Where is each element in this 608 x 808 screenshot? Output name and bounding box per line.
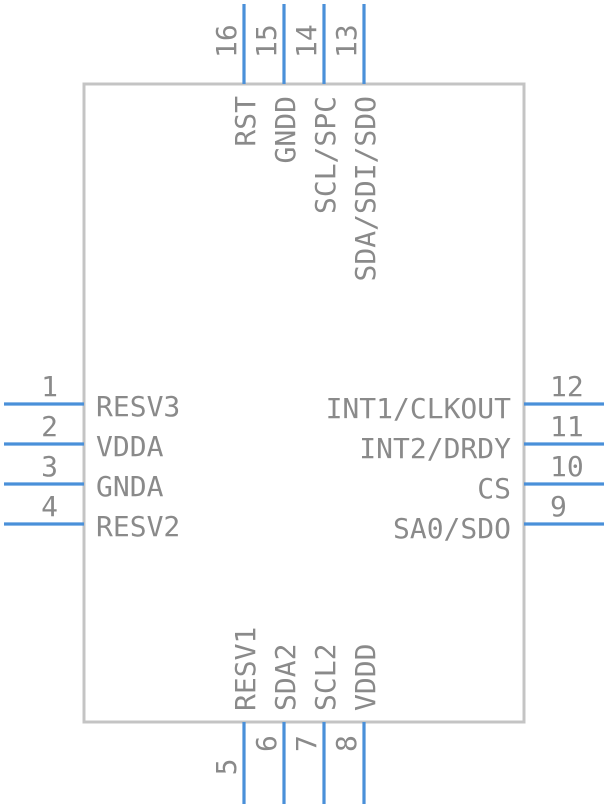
pin-11-number: 11 (550, 410, 584, 443)
pin-4-label: RESV2 (96, 510, 180, 543)
pin-16-number: 16 (210, 24, 243, 58)
pin-8-label: VDDD (349, 644, 382, 711)
pin-16-label: RST (229, 96, 262, 147)
pin-1-number: 1 (41, 370, 58, 403)
top-pins: 16 15 14 13 RST GNDD SCL/SPC SDA/SDI/SDO (210, 4, 382, 281)
pin-3-label: GNDA (96, 470, 164, 503)
pin-15-label: GNDD (269, 96, 302, 163)
pin-1-label: RESV3 (96, 390, 180, 423)
pin-14-label: SCL/SPC (309, 96, 342, 214)
pin-7-number: 7 (290, 735, 323, 752)
pin-6-label: SDA2 (269, 644, 302, 711)
pin-5-number: 5 (210, 759, 243, 776)
pin-2-label: VDDA (96, 430, 164, 463)
pin-9-number: 9 (550, 490, 567, 523)
pin-3-number: 3 (41, 450, 58, 483)
pin-14-number: 14 (290, 24, 323, 58)
pin-7-label: SCL2 (309, 644, 342, 711)
ic-body (82, 82, 526, 724)
pin-15-number: 15 (250, 24, 283, 58)
pin-13-label: SDA/SDI/SDO (349, 96, 382, 281)
bottom-pins: 5 6 7 8 RESV1 SDA2 SCL2 VDDD (210, 627, 382, 804)
pin-12-number: 12 (550, 370, 584, 403)
right-pins: 12 11 10 9 INT1/CLKOUT INT2/DRDY CS SA0/… (326, 370, 604, 545)
pin-13-number: 13 (330, 24, 363, 58)
pin-2-number: 2 (41, 410, 58, 443)
pin-12-label: INT1/CLKOUT (326, 392, 512, 425)
pin-4-number: 4 (41, 490, 58, 523)
pin-9-label: SA0/SDO (393, 512, 511, 545)
pin-5-label: RESV1 (229, 627, 262, 711)
pin-6-number: 6 (250, 735, 283, 752)
pin-10-label: CS (477, 472, 511, 505)
pin-8-number: 8 (330, 735, 363, 752)
pin-11-label: INT2/DRDY (359, 432, 511, 465)
pin-10-number: 10 (550, 450, 584, 483)
left-pins: 1 2 3 4 RESV3 VDDA GNDA RESV2 (4, 370, 180, 543)
